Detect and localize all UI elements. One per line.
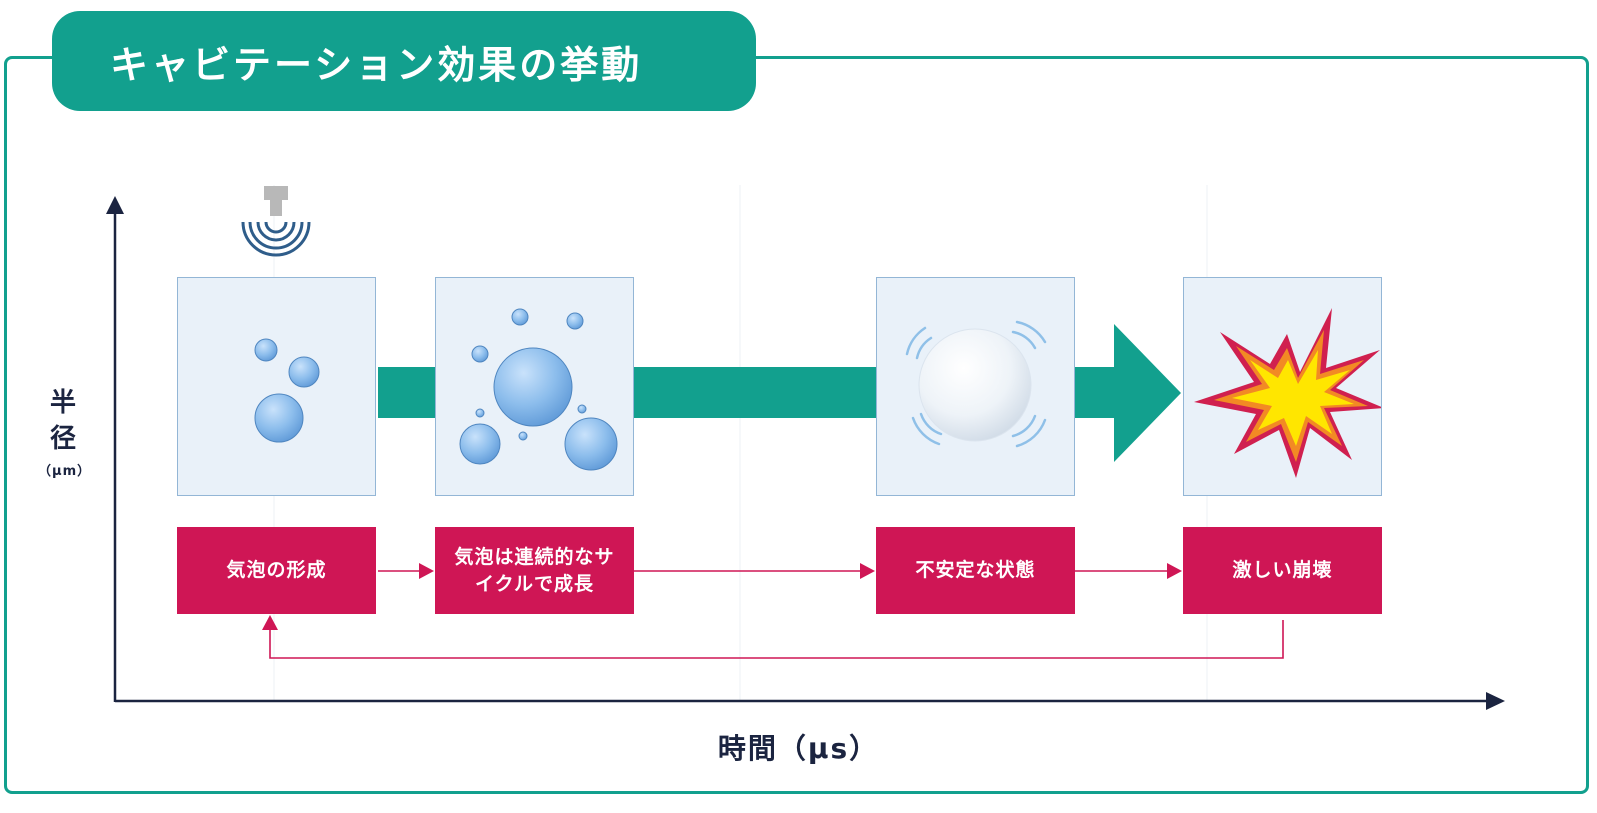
- y-axis-label-line2: 径: [49, 424, 76, 454]
- stage-4-panel: [1183, 277, 1384, 496]
- flow-arrow-3-4: [1075, 563, 1182, 579]
- y-axis-unit: （μm）: [38, 464, 92, 479]
- flow-arrow-2-3: [634, 563, 875, 579]
- stage-1-label: 気泡の形成: [177, 527, 376, 614]
- small-bubbles-icon: [254, 338, 320, 443]
- cycle-return-arrow: [262, 615, 1284, 659]
- growing-bubbles-icon: [459, 308, 618, 471]
- x-axis-line: [115, 692, 1505, 710]
- y-axis-line: [106, 196, 124, 702]
- progress-arrow: [378, 324, 1181, 462]
- y-axis-label: 半 径 （μm）: [38, 385, 92, 483]
- stage-2-panel: [435, 277, 634, 496]
- stage-1-panel: [177, 277, 376, 496]
- unstable-bubble-icon: [905, 320, 1047, 448]
- stage-4-label: 激しい崩壊: [1183, 527, 1382, 614]
- stage-2-label-text: 気泡は連続的なサイクルで成長: [454, 545, 615, 595]
- diagram-title: キャビテーション効果の挙動: [52, 11, 756, 111]
- collapse-burst-icon: [1194, 308, 1384, 478]
- y-axis-label-line1: 半: [49, 388, 76, 418]
- stage-3-label: 不安定な状態: [876, 527, 1075, 614]
- ultrasonic-transducer-icon: [241, 186, 311, 257]
- flow-arrow-1-2: [378, 563, 434, 579]
- stage-2-label: 気泡は連続的なサイクルで成長: [435, 527, 634, 614]
- x-axis-label: 時間（μs）: [717, 732, 880, 765]
- diagram-frame: [4, 56, 1589, 794]
- stage-3-panel: [876, 277, 1075, 496]
